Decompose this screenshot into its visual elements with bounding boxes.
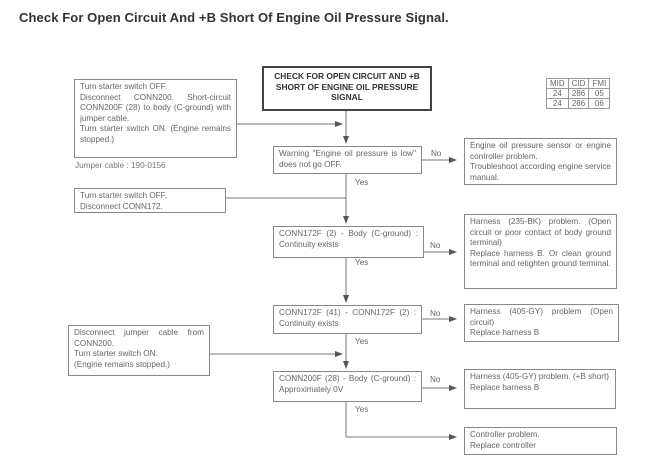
result-line: Engine oil pressure sensor or engine con… bbox=[470, 141, 611, 161]
result-line: Controller problem. bbox=[470, 430, 540, 439]
header-cid: CID bbox=[567, 78, 590, 89]
prep-line: Disconnect CONN172. bbox=[80, 201, 163, 211]
prep-step-2: Turn starter switch OFF. Disconnect CONN… bbox=[74, 188, 226, 213]
start-line-3: SIGNAL bbox=[331, 92, 363, 103]
check-4-no-label: No bbox=[430, 375, 441, 384]
cell: 05 bbox=[588, 88, 611, 99]
result-line: Harness (405-GY) problem (Open circuit) bbox=[470, 307, 613, 327]
check-1: Warning "Engine oil pressure is low" doe… bbox=[273, 146, 422, 174]
check-2: CONN172F (2) - Body (C-ground) : Continu… bbox=[273, 226, 424, 258]
result-1: Engine oil pressure sensor or engine con… bbox=[464, 138, 617, 185]
check-3-yes-label: Yes bbox=[355, 337, 369, 346]
check-1-no-label: No bbox=[431, 149, 442, 158]
prep-line: (Engine remains stopped.) bbox=[74, 359, 171, 369]
cell: 286 bbox=[567, 88, 590, 99]
prep-line: Disconnect CONN200. Short-circuit CONN20… bbox=[80, 92, 231, 123]
result-4: Harness (405-GY) problem. (+B short) Rep… bbox=[464, 369, 616, 409]
start-line-2: SHORT OF ENGINE OIL PRESSURE bbox=[275, 81, 419, 92]
result-line: Harness (405-GY) problem. (+B short) bbox=[470, 372, 610, 381]
result-line: Harness (235-BK) problem. (Open circuit … bbox=[470, 217, 611, 248]
check-3-no-label: No bbox=[430, 309, 441, 318]
prep-step-1: Turn starter switch OFF. Disconnect CONN… bbox=[74, 79, 237, 158]
result-line: Replace controller bbox=[470, 440, 536, 450]
check-text: Warning "Engine oil pressure is low" doe… bbox=[279, 149, 416, 169]
check-3: CONN172F (41) - CONN172F (2) : Continuit… bbox=[273, 305, 422, 334]
result-5: Controller problem. Replace controller bbox=[464, 427, 617, 455]
result-line: Replace harness B bbox=[470, 328, 540, 338]
result-line: Replace harness B bbox=[470, 382, 540, 392]
check-2-yes-label: Yes bbox=[355, 258, 369, 267]
cell: 24 bbox=[546, 88, 569, 99]
check-2-no-label: No bbox=[430, 241, 441, 250]
header-fmi: FMI bbox=[588, 78, 611, 89]
page-title: Check For Open Circuit And +B Short Of E… bbox=[19, 10, 449, 25]
prep-line: Turn starter switch OFF. bbox=[80, 191, 168, 200]
check-text: CONN200F (28) - Body (C-ground) : Approx… bbox=[279, 374, 416, 394]
prep-line: Turn starter switch OFF. bbox=[80, 82, 168, 91]
prep-line: Turn starter switch ON. bbox=[74, 349, 158, 359]
cell: 286 bbox=[567, 98, 590, 109]
check-4-yes-label: Yes bbox=[355, 405, 369, 414]
start-box: CHECK FOR OPEN CIRCUIT AND +B SHORT OF E… bbox=[262, 66, 432, 111]
check-1-yes-label: Yes bbox=[355, 178, 369, 187]
check-4: CONN200F (28) - Body (C-ground) : Approx… bbox=[273, 371, 422, 402]
header-mid: MID bbox=[546, 78, 569, 89]
result-2: Harness (235-BK) problem. (Open circuit … bbox=[464, 214, 617, 289]
check-text: CONN172F (2) - Body (C-ground) : Continu… bbox=[279, 229, 418, 249]
prep-line: Turn starter switch ON. (Engine remains … bbox=[80, 124, 231, 144]
cell: 24 bbox=[546, 98, 569, 109]
result-line: Replace harness B. Or clean ground termi… bbox=[470, 248, 611, 269]
start-line-1: CHECK FOR OPEN CIRCUIT AND +B bbox=[274, 71, 420, 81]
fault-code-row: 24 286 06 bbox=[546, 98, 611, 109]
jumper-cable-note: Jumper cable : 190-0156 bbox=[75, 161, 166, 170]
fault-code-table: MID CID FMI 24 286 05 24 286 06 bbox=[546, 78, 611, 109]
prep-line: Disconnect jumper cable from CONN200. bbox=[74, 328, 204, 348]
fault-code-row: 24 286 05 bbox=[546, 88, 611, 99]
result-3: Harness (405-GY) problem (Open circuit) … bbox=[464, 304, 619, 342]
check-text: CONN172F (41) - CONN172F (2) : Continuit… bbox=[279, 308, 416, 328]
cell: 06 bbox=[588, 98, 611, 109]
result-line: Troubleshoot according engine service ma… bbox=[470, 162, 611, 182]
prep-step-3: Disconnect jumper cable from CONN200. Tu… bbox=[68, 325, 210, 376]
fault-code-header: MID CID FMI bbox=[546, 78, 611, 89]
